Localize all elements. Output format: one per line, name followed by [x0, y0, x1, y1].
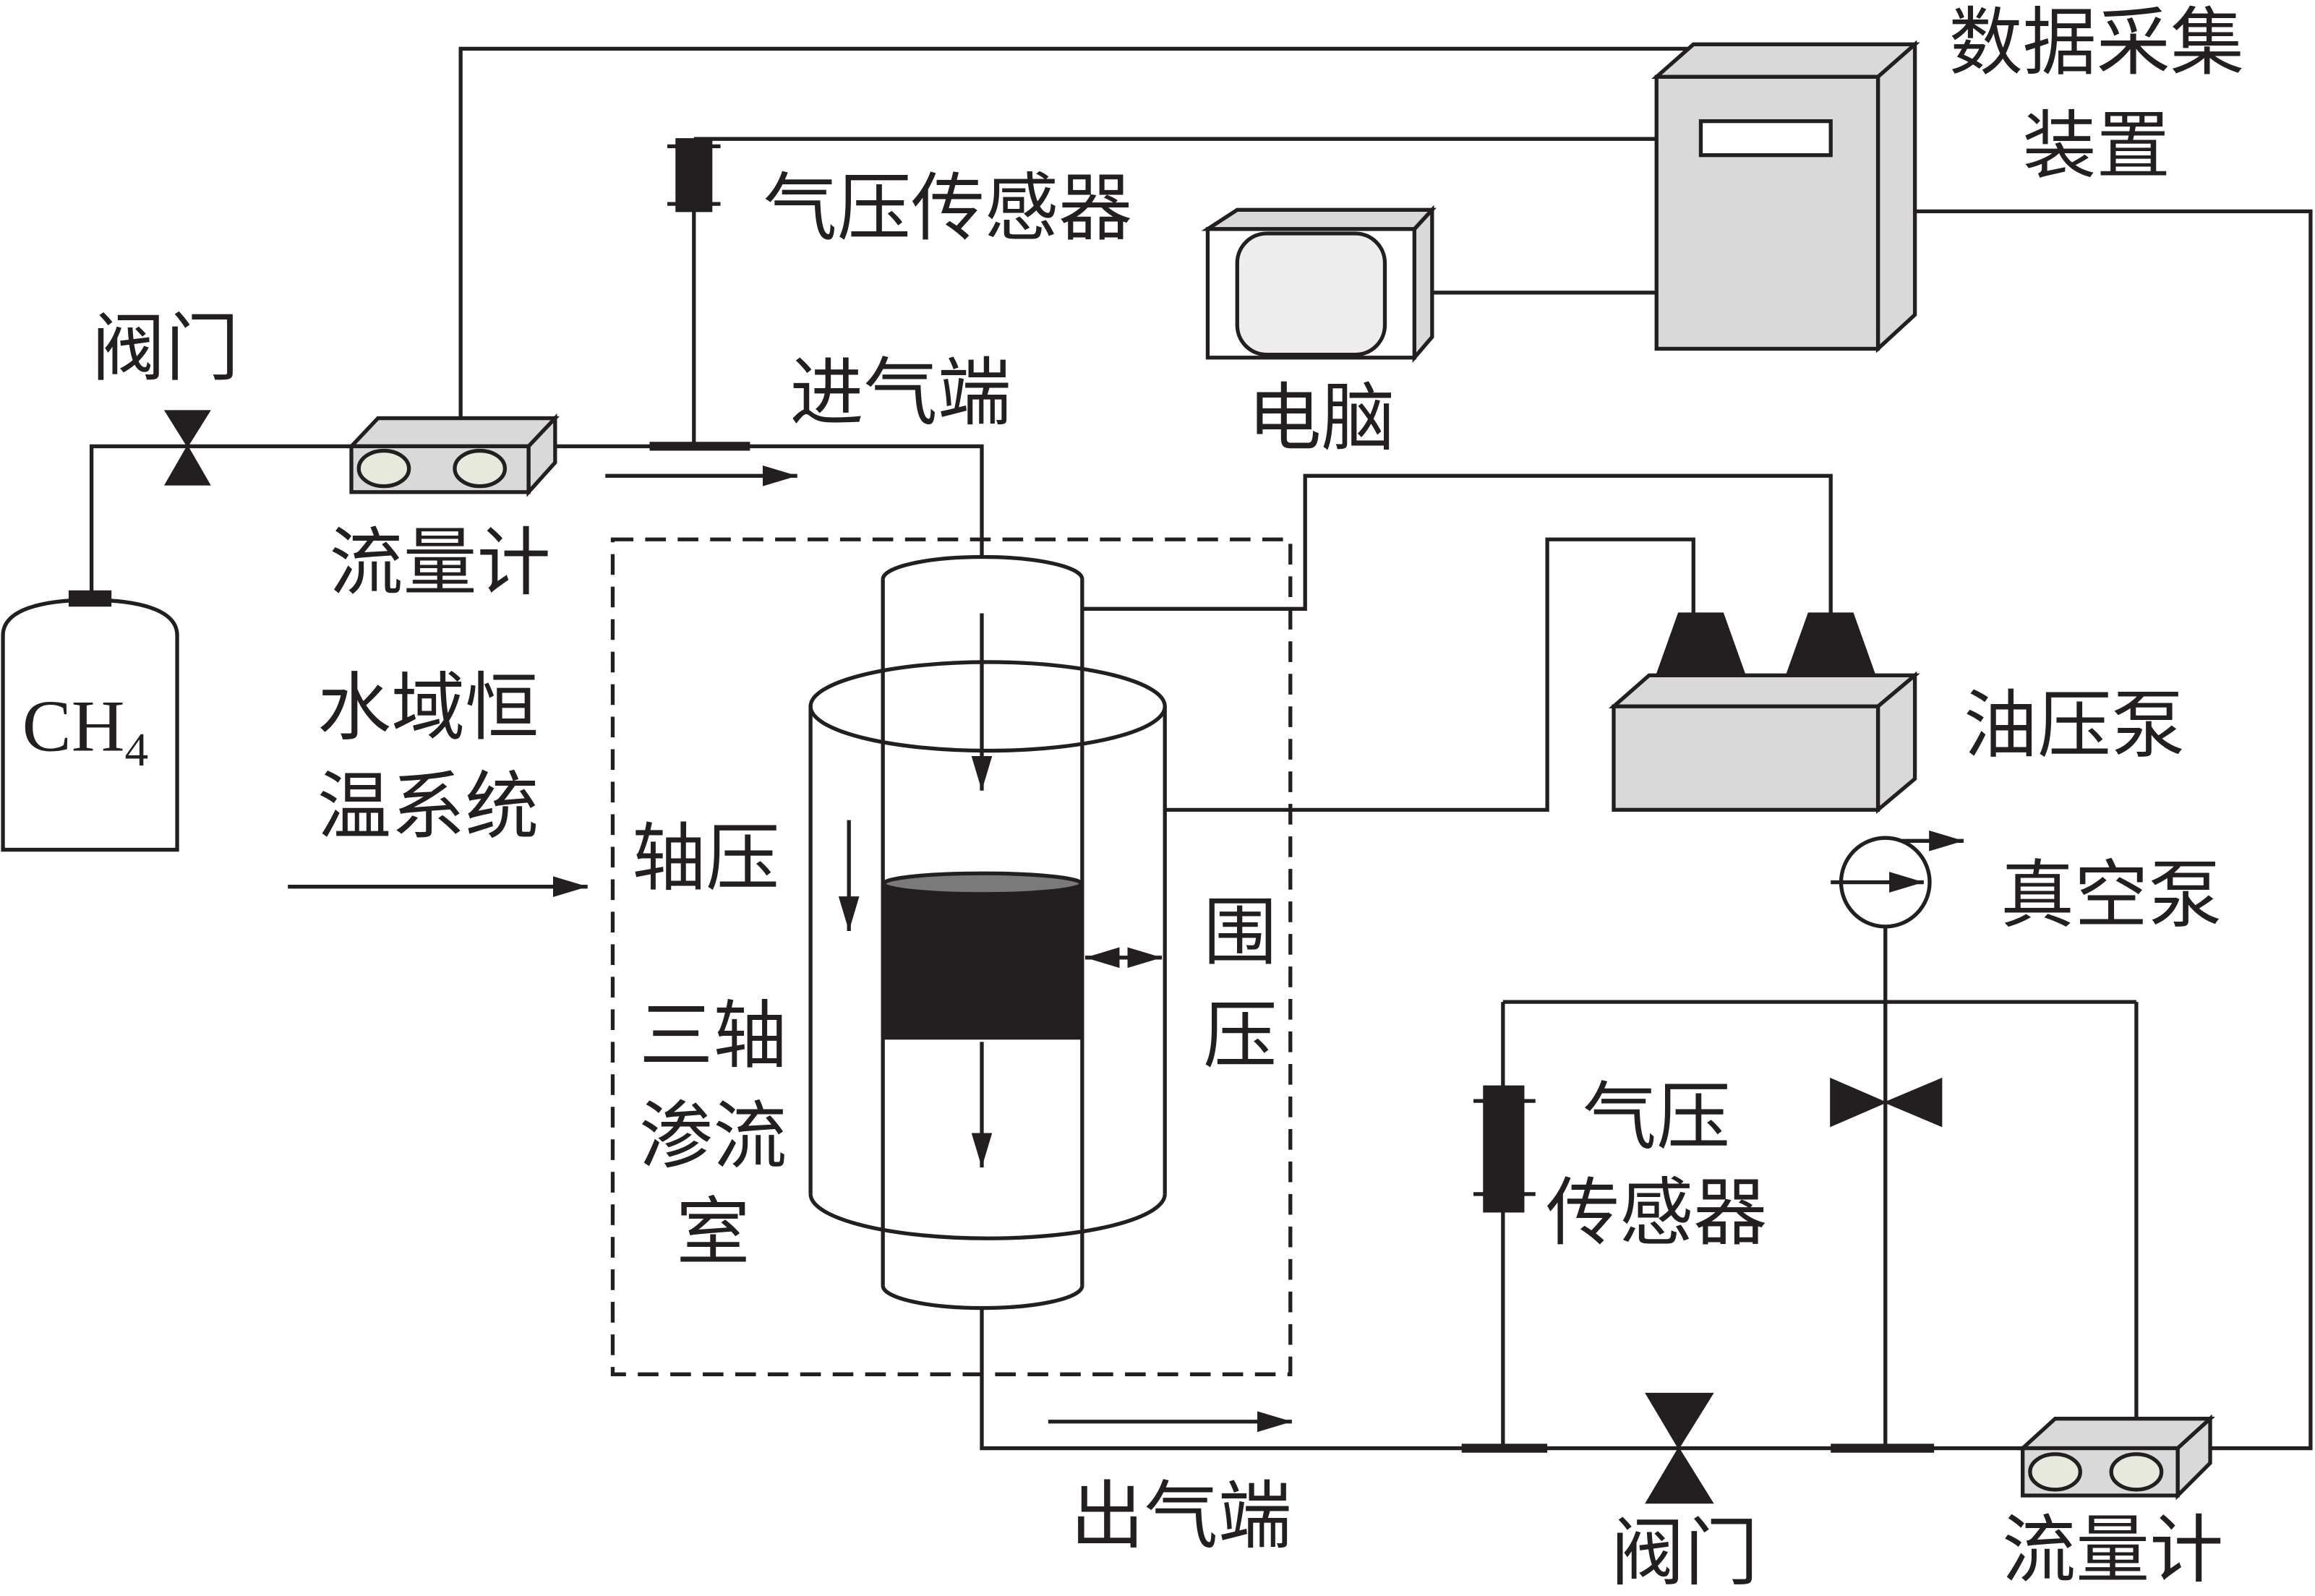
triaxial-cell-icon: [808, 554, 1167, 1310]
inner-cylinder-bottom: [881, 1285, 1084, 1310]
daq-front-face: [1654, 74, 1880, 351]
flowmeter-left-top-face: [346, 416, 560, 449]
oil-pressure-pump-icon: [1608, 612, 1920, 815]
valve-left-label: 阀门: [92, 306, 239, 392]
outer-cylinder-top: [808, 660, 1167, 753]
monitor-screen: [1235, 231, 1387, 357]
data-acquisition-device-icon: [1651, 40, 1920, 353]
flowmeter-icon: [2017, 1414, 2215, 1501]
ch4-label: CH4: [22, 686, 149, 777]
signal-wiring: [458, 46, 2313, 1451]
valve-bottom-label: 阀门: [1611, 1510, 1758, 1596]
pressure-sensor-bottom-label-line-1: 气压: [1583, 1074, 1730, 1160]
pressure-sensor-bottom-label-line-2: 传感器: [1546, 1170, 1767, 1256]
outlet-label: 出气端: [1071, 1473, 1292, 1559]
pressure-sensor-icon: [667, 138, 721, 213]
inner-cylinder-top: [881, 554, 1084, 580]
outer-cylinder-bottom: [808, 1193, 1167, 1240]
triaxial-cell-label-line-3: 室: [676, 1190, 750, 1276]
inlet-label: 进气端: [790, 351, 1011, 437]
flowmeter-bottom-signal-line: [1914, 209, 2313, 1451]
oil-pump-label: 油压泵: [1964, 683, 2185, 769]
coal-sample: [882, 883, 1083, 1040]
water-bath-label-line-1: 水域恒: [317, 665, 539, 751]
triaxial-cell-label-line-1: 三轴: [639, 993, 787, 1079]
valve-bottom-bottom-triangle: [1645, 1446, 1714, 1504]
computer-monitor-icon: [1201, 205, 1437, 363]
flowmeter-bottom-window-2: [2109, 1452, 2164, 1492]
oil-pump-nozzle-right: [1785, 612, 1876, 677]
pressure-sensor-bottom-body: [1483, 1085, 1525, 1213]
outlet-pipe: [980, 1308, 2023, 1451]
vacuum-valve-left-triangle: [1830, 1077, 1888, 1128]
pressure-sensor-top-body: [675, 138, 713, 213]
axial-oil-line: [1082, 473, 1833, 614]
water-bath-label-line-2: 温系统: [317, 764, 539, 850]
vacuum-valve-right-triangle: [1883, 1077, 1943, 1128]
daq-side-face: [1875, 40, 1917, 353]
cylinder-cap: [68, 590, 112, 607]
flowmeter-left-window-2: [453, 448, 508, 489]
oil-pump-front-face: [1612, 704, 1880, 812]
oil-pump-nozzle-left: [1655, 612, 1747, 677]
flowmeter-left-window-1: [356, 448, 411, 489]
coal-sample-top: [881, 871, 1084, 896]
ch4-label-main: CH: [22, 686, 125, 768]
water-bath-boundary: [610, 537, 1293, 1376]
daq-label-line-1: 数据采集: [1949, 0, 2244, 86]
flowmeter-bottom-label: 流量计: [2002, 1507, 2223, 1593]
supply-pipe: [89, 444, 352, 591]
flowmeter-icon: [346, 413, 560, 497]
axial-pressure-label: 轴压: [632, 816, 779, 902]
vacuum-pump-icon: [1831, 830, 1964, 929]
valve-left-bottom-triangle: [163, 445, 211, 486]
triaxial-cell-label-line-2: 渗流: [639, 1094, 787, 1180]
outlet-circuit: [980, 926, 2139, 1453]
flowmeter-left-signal-line: [458, 46, 1690, 419]
flowmeter-left-label: 流量计: [329, 520, 550, 606]
vacuum-pump-label: 真空泵: [2001, 853, 2222, 939]
daq-display: [1698, 119, 1833, 158]
gas-supply: [89, 211, 984, 591]
valve-bottom-top-triangle: [1645, 1392, 1714, 1450]
confining-pressure-label-line-2: 压: [1203, 993, 1277, 1079]
pressure-sensor-icon: [1473, 1085, 1536, 1213]
flowmeter-bottom-window-1: [2028, 1452, 2082, 1492]
monitor-side-face: [1412, 205, 1434, 363]
confining-pressure-label-line-1: 围: [1203, 890, 1277, 976]
valve-icon: [1645, 1392, 1714, 1504]
ch4-label-subscript: 4: [124, 724, 148, 776]
monitor-top-face: [1201, 207, 1437, 231]
daq-label-line-2: 装置: [2023, 103, 2170, 189]
computer-label: 电脑: [1248, 375, 1395, 461]
gas-cylinder-icon: CH4: [1, 590, 179, 852]
confining-oil-line: [1165, 537, 1695, 812]
valve-icon: [163, 410, 211, 486]
valve-left-top-triangle: [163, 410, 211, 448]
oil-pump-top-face: [1608, 673, 1920, 708]
pressure-sensor-top-label: 气压传感器: [763, 166, 1132, 252]
daq-top-face: [1651, 42, 1920, 79]
valve-icon: [1830, 1077, 1943, 1128]
inlet-pipe: [555, 444, 984, 559]
